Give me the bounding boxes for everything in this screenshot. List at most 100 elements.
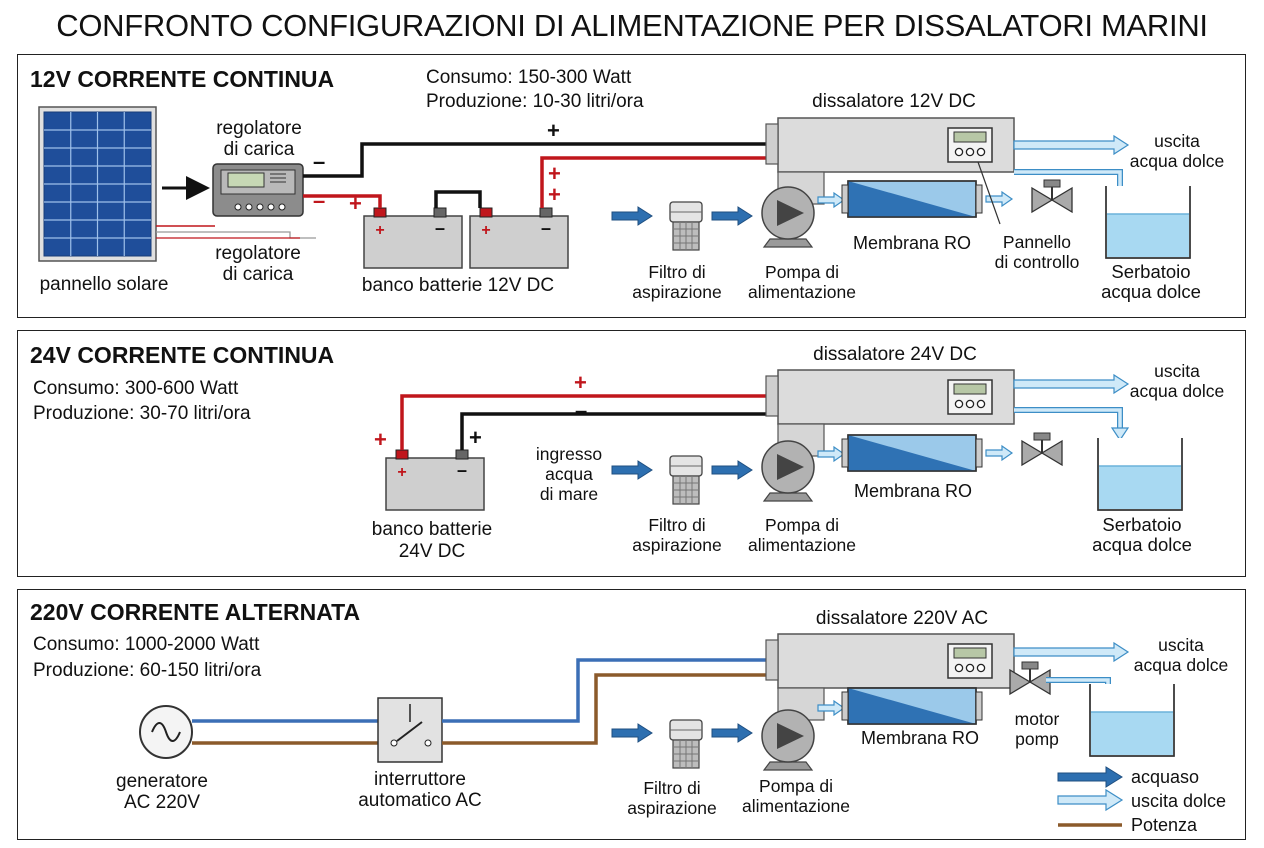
label-line: di carica (223, 139, 295, 160)
pump-label: Pompa di alimentazione (748, 262, 856, 302)
tank-label: Serbatoio acqua dolce (1092, 515, 1192, 555)
membrane-icon (841, 687, 983, 725)
positive-sign: + (374, 427, 387, 452)
filter-icon (669, 201, 703, 251)
generator-icon (139, 705, 193, 759)
label-line: Filtro di (648, 515, 706, 535)
legend-sea-label: acquaso (1131, 767, 1200, 787)
label-line: acqua dolce (1101, 281, 1201, 302)
filter-icon (669, 719, 703, 769)
battery-icon (363, 207, 463, 269)
label-line: di carica (222, 264, 294, 285)
label-line: acqua (545, 464, 593, 484)
tank-label: Serbatoio acqua dolce (1101, 262, 1201, 302)
label-line: aspirazione (632, 535, 722, 555)
membrane-label: Membrana RO (860, 728, 980, 748)
pump-label: Pompa di alimentazione (742, 776, 850, 816)
positive-sign-black: + (469, 425, 482, 450)
positive-sign: + (349, 191, 362, 216)
valve-icon (1031, 179, 1073, 213)
label-line: acqua dolce (1133, 655, 1229, 675)
panel-title: 220V CORRENTE ALTERNATA (30, 599, 361, 625)
water-tank-icon (1105, 185, 1191, 259)
membrane-label: Membrana RO (852, 233, 972, 253)
battery-bank-label: banco batterie 12V DC (361, 275, 555, 296)
label-line: alimentazione (742, 796, 850, 816)
page-title: CONFRONTO CONFIGURAZIONI DI ALIMENTAZION… (56, 8, 1208, 43)
filter-icon (669, 455, 703, 505)
circuit-breaker-label: interruttore automatico AC (358, 769, 482, 811)
label-line: generatore (116, 771, 208, 792)
fresh-water-outlet-label: uscita acqua dolce (1130, 131, 1224, 171)
label-line: Pompa di (765, 515, 839, 535)
panel-220v (17, 589, 1246, 840)
consumption-label: Consumo: 300-600 Watt (33, 378, 239, 399)
label-line: pomp (1015, 729, 1059, 749)
consumption-label: Consumo: 150-300 Watt (426, 67, 632, 88)
legend-power-label: Potenza (1131, 815, 1198, 835)
fresh-water-arrow-icon (1013, 642, 1129, 662)
production-label: Produzione: 30-70 litri/ora (33, 403, 251, 424)
sea-water-inlet-label: ingresso acqua di mare (536, 444, 602, 504)
water-tank-icon (1089, 683, 1175, 757)
desalinator-label: dissalatore 12V DC (812, 91, 976, 112)
desalinator-label: dissalatore 24V DC (813, 344, 977, 365)
positive-sign: + (574, 370, 587, 395)
label-line: acqua dolce (1129, 381, 1225, 401)
filter-label: Filtro di aspirazione (632, 515, 722, 555)
positive-sign-black: + (547, 118, 560, 143)
label-line: di controllo (994, 252, 1080, 272)
desalinator-label: dissalatore 220V AC (815, 608, 989, 629)
label-line: regolatore (215, 243, 301, 264)
label-line: uscita (1154, 131, 1200, 151)
fresh-water-outlet-label: uscita acqua dolce (1134, 635, 1228, 675)
label-line: alimentazione (748, 535, 856, 555)
valve-icon (1021, 432, 1063, 466)
panel-title: 24V CORRENTE CONTINUA (30, 342, 335, 368)
sea-water-arrow-icon (711, 723, 753, 743)
label-line: uscita (1154, 361, 1200, 381)
label-line: Filtro di (648, 262, 706, 282)
motor-pump-label: motor pomp (1015, 709, 1060, 749)
production-label: Produzione: 60-150 litri/ora (33, 660, 262, 681)
pump-icon (761, 440, 815, 502)
panel-title: 12V CORRENTE CONTINUA (30, 66, 335, 92)
valve-icon (1009, 661, 1051, 695)
negative-sign: – (313, 149, 326, 174)
fresh-water-arrow-icon (1013, 374, 1129, 394)
label-line: interruttore (374, 769, 466, 790)
positive-sign: + (548, 182, 561, 207)
label-line: aspirazione (627, 798, 717, 818)
battery-icon (469, 207, 569, 269)
battery-icon (385, 449, 485, 511)
legend-fresh-swatch (1057, 788, 1124, 812)
label-line: Pompa di (759, 776, 833, 796)
charge-controller-icon (212, 163, 304, 217)
control-panel-label: Pannello di controllo (995, 232, 1080, 272)
label-line: Pannello (1002, 232, 1072, 252)
fresh-water-outlet-label: uscita acqua dolce (1130, 361, 1224, 401)
solar-panel-label: pannello solare (39, 274, 169, 295)
sea-water-arrow-icon (711, 206, 753, 226)
label-line: acqua dolce (1129, 151, 1225, 171)
filter-label: Filtro di aspirazione (632, 262, 722, 302)
negative-sign-red: – (313, 188, 326, 213)
battery-bank-label: banco batterie 24V DC (372, 519, 492, 563)
label-line: AC 220V (123, 792, 201, 813)
charge-controller-label: regolatore di carica (216, 118, 302, 160)
label-line: aspirazione (632, 282, 722, 302)
label-line: motor (1014, 709, 1060, 729)
water-tank-icon (1097, 437, 1183, 511)
generator-label: generatore AC 220V (116, 771, 208, 813)
fresh-water-arrow-icon (985, 445, 1013, 461)
label-line: regolatore (216, 118, 302, 139)
label-line: alimentazione (748, 282, 856, 302)
pump-icon (761, 709, 815, 771)
pump-label: Pompa di alimentazione (748, 515, 856, 555)
filter-label: Filtro di aspirazione (627, 778, 717, 818)
label-line: uscita (1158, 635, 1204, 655)
pump-icon (761, 186, 815, 248)
membrane-icon (841, 180, 983, 218)
label-line: banco batterie (371, 519, 493, 540)
